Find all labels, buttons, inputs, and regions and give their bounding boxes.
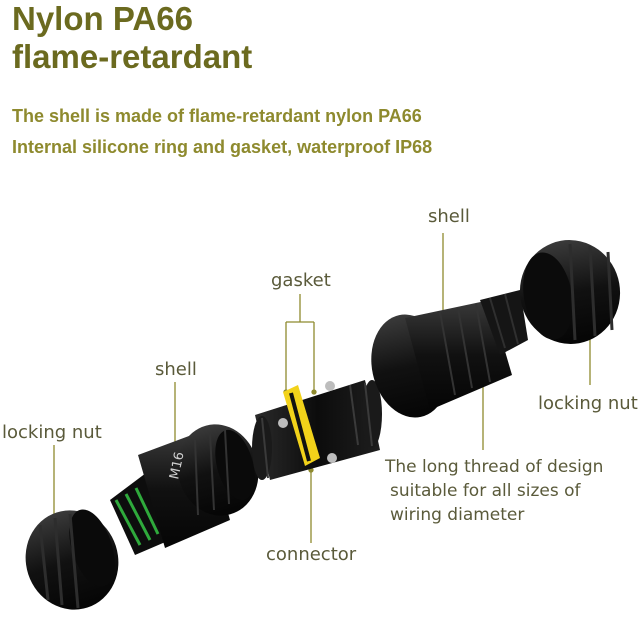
label-connector: connector <box>266 544 357 565</box>
title-line-2: flame-retardant <box>12 38 253 75</box>
label-locking-nut-left: locking nut <box>2 422 102 443</box>
screw-icon <box>278 418 288 428</box>
screw-icon <box>325 381 335 391</box>
subtitle-line-2: Internal silicone ring and gasket, water… <box>12 137 433 157</box>
title-line-1: Nylon PA66 <box>12 0 193 37</box>
subtitle-line-1: The shell is made of flame-retardant nyl… <box>12 106 422 126</box>
locking-nut-left <box>25 509 119 610</box>
shell-left <box>110 424 259 555</box>
label-thread-line-2: suitable for all sizes of <box>390 481 581 501</box>
connector-center <box>252 380 382 480</box>
label-thread-line-3: wiring diameter <box>390 505 524 525</box>
shell-right <box>371 290 528 418</box>
label-thread-line-1: The long thread of design <box>384 457 603 477</box>
screw-icon <box>327 453 337 463</box>
locking-nut-right <box>519 240 621 344</box>
label-shell-right: shell <box>428 206 470 227</box>
label-shell-left: shell <box>155 359 197 380</box>
m16-marking-left: M16 <box>167 451 187 481</box>
label-locking-nut-right: locking nut <box>538 393 638 414</box>
label-gasket: gasket <box>271 270 331 291</box>
